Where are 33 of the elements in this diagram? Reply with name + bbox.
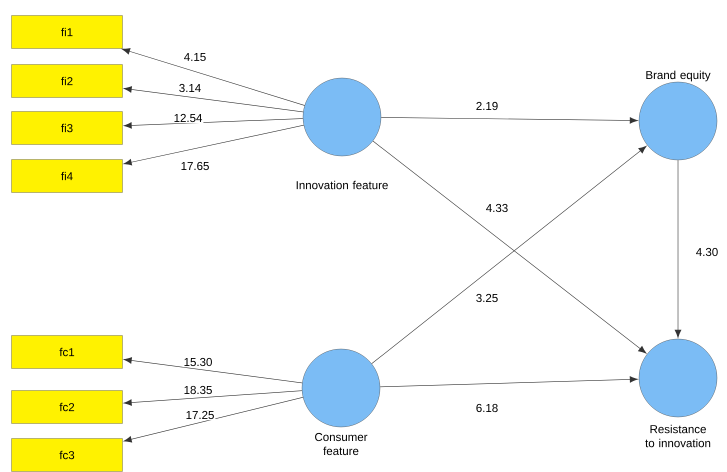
arrow (122, 48, 305, 106)
node-label: Consumer feature (315, 432, 368, 456)
edge-label: 15.30 (182, 356, 214, 368)
arrow (124, 86, 304, 112)
arrow (380, 117, 638, 124)
edge-label: 4.33 (484, 202, 510, 214)
edge-label: 17.25 (184, 410, 216, 420)
indicator-box: fc1 (11, 335, 123, 369)
edge-label: 3.25 (474, 292, 500, 304)
edge-label: 6.18 (474, 402, 500, 414)
arrow (124, 390, 302, 406)
edge-label: 12.54 (172, 112, 204, 124)
indicator-box: fi1 (11, 15, 123, 49)
edge-label: 4.15 (182, 52, 208, 62)
arrow (124, 124, 304, 166)
node-label: Brand equity (646, 70, 711, 82)
indicator-box: fi2 (11, 64, 123, 98)
node-label: Resistance to innovation (645, 424, 710, 448)
edge-label: 2.19 (474, 100, 500, 112)
indicator-box: fi4 (11, 159, 123, 193)
arrow (124, 118, 304, 129)
edge-label: 17.65 (180, 160, 210, 172)
edge-label: 18.35 (182, 384, 214, 396)
arrow (380, 376, 638, 388)
edge-label: 3.14 (178, 82, 202, 94)
indicator-box: fc2 (11, 390, 123, 424)
indicator-box: fi3 (11, 111, 123, 145)
edge-label: 4.30 (694, 246, 720, 258)
arrow (124, 397, 304, 442)
indicator-box: fc3 (11, 438, 123, 472)
node-label: Innovation feature (296, 180, 388, 190)
arrow (674, 160, 682, 338)
arrow (124, 357, 302, 384)
